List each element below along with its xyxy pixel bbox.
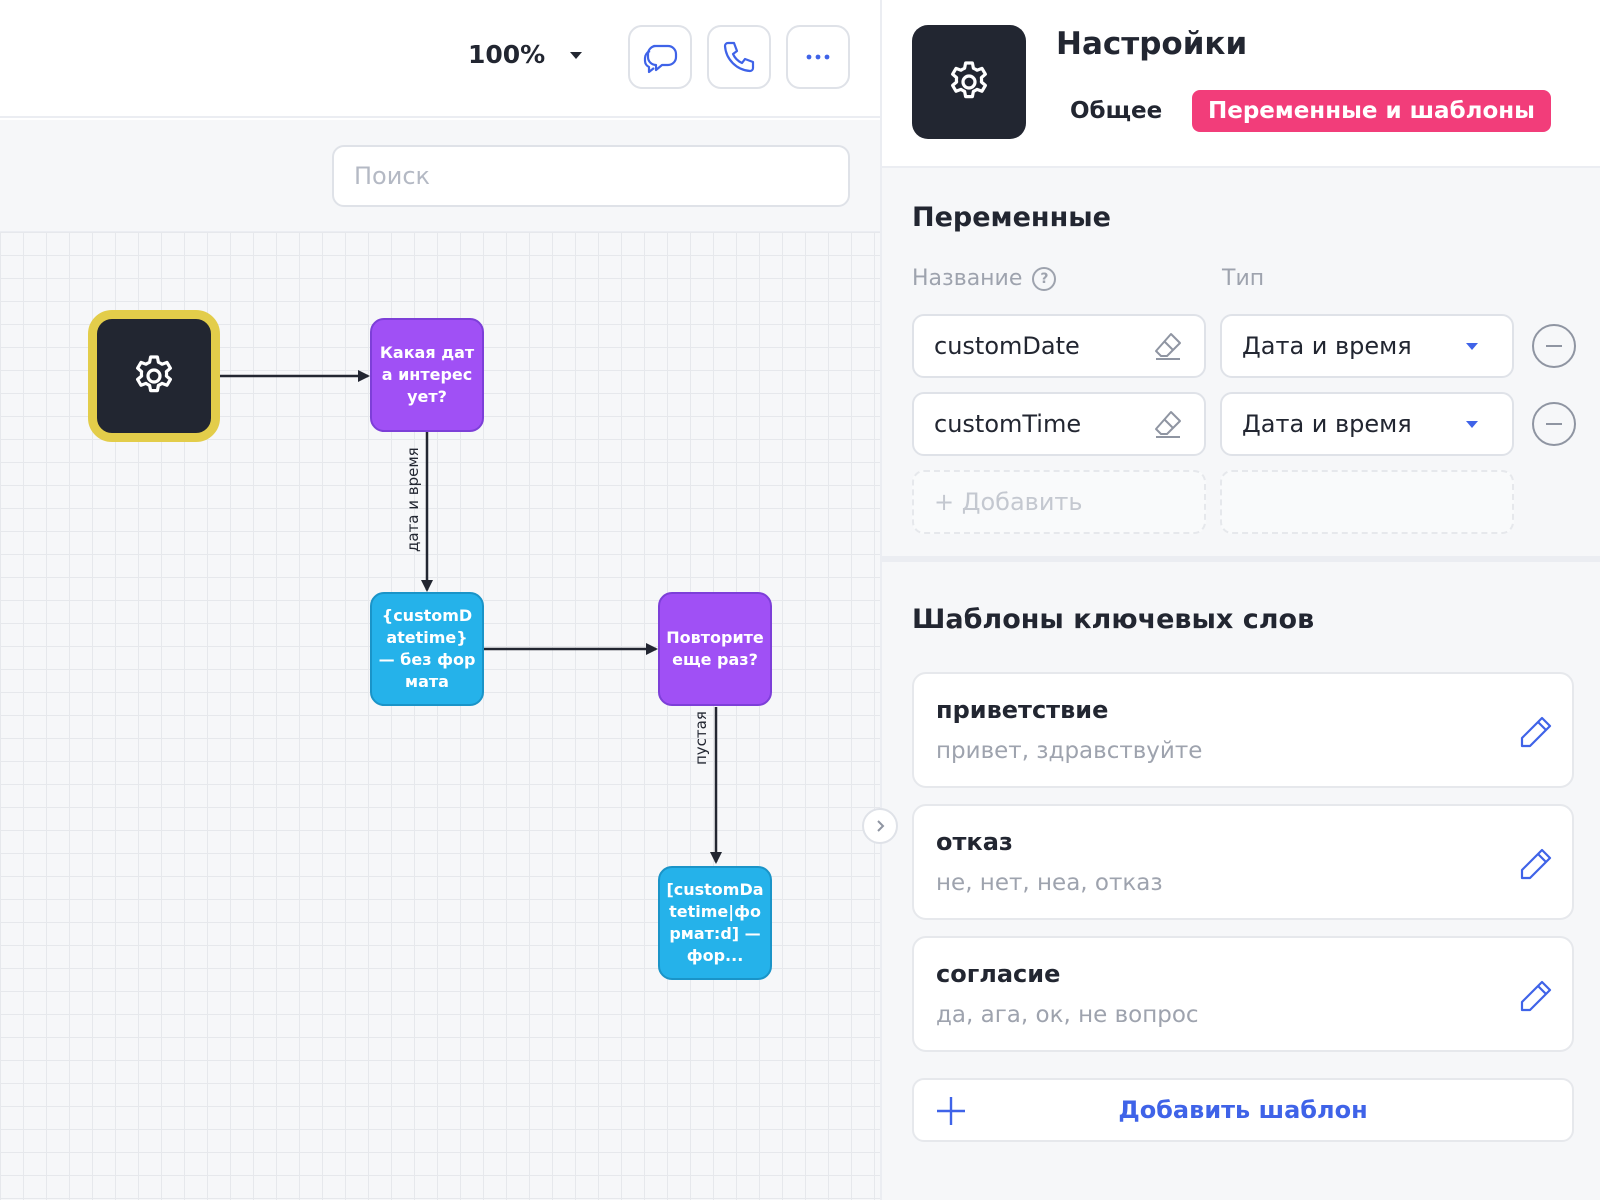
flow-node-format[interactable]: [customDatetime|формат:d] — фор... [658, 866, 772, 980]
chevron-right-icon [877, 820, 885, 832]
settings-icon-tile [912, 25, 1026, 139]
variable-name-field[interactable]: customTime [912, 392, 1206, 456]
call-test-button[interactable] [707, 25, 771, 89]
add-template-button[interactable]: Добавить шаблон [912, 1078, 1574, 1142]
settings-panel: Настройки Общее Переменные и шаблоны Пер… [880, 0, 1600, 1200]
edit-pencil-icon[interactable] [1516, 976, 1556, 1016]
remove-variable-button[interactable] [1532, 402, 1576, 446]
zoom-dropdown-icon[interactable] [570, 52, 582, 59]
more-dots-icon [806, 54, 830, 60]
variable-type-select[interactable]: Дата и время [1220, 392, 1514, 456]
variable-name-value: customDate [934, 332, 1080, 360]
templates-title: Шаблоны ключевых слов [912, 604, 1315, 635]
phone-icon [723, 41, 755, 73]
chevron-down-icon [1466, 420, 1478, 428]
variable-type-value: Дата и время [1242, 332, 1412, 360]
add-template-label: Добавить шаблон [1118, 1096, 1368, 1124]
variable-type-value: Дата и время [1242, 410, 1412, 438]
variables-title: Переменные [912, 202, 1111, 233]
chat-test-button[interactable] [628, 25, 692, 89]
edit-pencil-icon[interactable] [1516, 712, 1556, 752]
template-name: приветствие [936, 696, 1109, 724]
flow-edges [220, 370, 722, 864]
flow-node-text: {customDatetime} — без формата [378, 606, 476, 691]
flow-node-text: Повторите еще раз? [666, 628, 764, 669]
tab-variables-templates[interactable]: Переменные и шаблоны [1192, 90, 1551, 132]
chevron-down-icon [1466, 342, 1478, 350]
template-card[interactable]: отказ не, нет, неа, отказ [912, 804, 1574, 920]
column-name-text: Название [912, 266, 1023, 291]
variable-type-select[interactable]: Дата и время [1220, 314, 1514, 378]
zoom-level[interactable]: 100% [468, 40, 546, 69]
flow-editor: 100% [0, 0, 880, 1200]
flow-node-text: Какая дата интересует? [379, 343, 475, 406]
start-node[interactable] [88, 310, 220, 442]
editor-toolbar: 100% [0, 0, 880, 118]
more-options-button[interactable] [786, 25, 850, 89]
edge-label-empty: пустая [692, 711, 710, 765]
add-variable-type-field[interactable] [1220, 470, 1514, 534]
flow-node-text: [customDatetime|формат:d] — фор... [666, 880, 764, 965]
column-name-label: Название ? [912, 266, 1057, 291]
template-card[interactable]: согласие да, ага, ок, не вопрос [912, 936, 1574, 1052]
collapse-panel-button[interactable] [862, 808, 898, 844]
template-name: отказ [936, 828, 1013, 856]
tab-general[interactable]: Общее [1070, 98, 1163, 124]
keyword-templates-section: Шаблоны ключевых слов приветствие привет… [882, 568, 1600, 1200]
template-keywords: привет, здравствуйте [936, 738, 1203, 764]
chat-bubble-icon [643, 44, 678, 74]
variables-section: Переменные Название ? Тип customDate Дат… [882, 170, 1600, 562]
variable-name-field[interactable]: customDate [912, 314, 1206, 378]
template-keywords: да, ага, ок, не вопрос [936, 1002, 1199, 1028]
column-type-label: Тип [1222, 266, 1265, 291]
plus-icon [937, 1097, 965, 1125]
variable-name-value: customTime [934, 410, 1082, 438]
gear-icon [136, 355, 172, 393]
eraser-icon[interactable] [1152, 408, 1184, 440]
template-keywords: не, нет, неа, отказ [936, 870, 1163, 896]
panel-title: Настройки [1056, 26, 1248, 62]
search-input[interactable] [332, 145, 850, 207]
remove-variable-button[interactable] [1532, 324, 1576, 368]
help-icon[interactable]: ? [1032, 266, 1057, 291]
panel-header: Настройки Общее Переменные и шаблоны [882, 0, 1600, 168]
gear-icon [951, 61, 987, 99]
template-card[interactable]: приветствие привет, здравствуйте [912, 672, 1574, 788]
template-name: согласие [936, 960, 1061, 988]
edge-label-datetime: дата и время [404, 447, 422, 552]
flow-canvas[interactable]: Какая дата интересует? {customDatetime} … [0, 232, 880, 1200]
eraser-icon[interactable] [1152, 330, 1184, 362]
edit-pencil-icon[interactable] [1516, 844, 1556, 884]
flow-node-question[interactable]: Какая дата интересует? [370, 318, 484, 432]
add-variable-name-field[interactable]: + Добавить [912, 470, 1206, 534]
flow-node-repeat[interactable]: Повторите еще раз? [658, 592, 772, 706]
flow-node-datetime[interactable]: {customDatetime} — без формата [370, 592, 484, 706]
